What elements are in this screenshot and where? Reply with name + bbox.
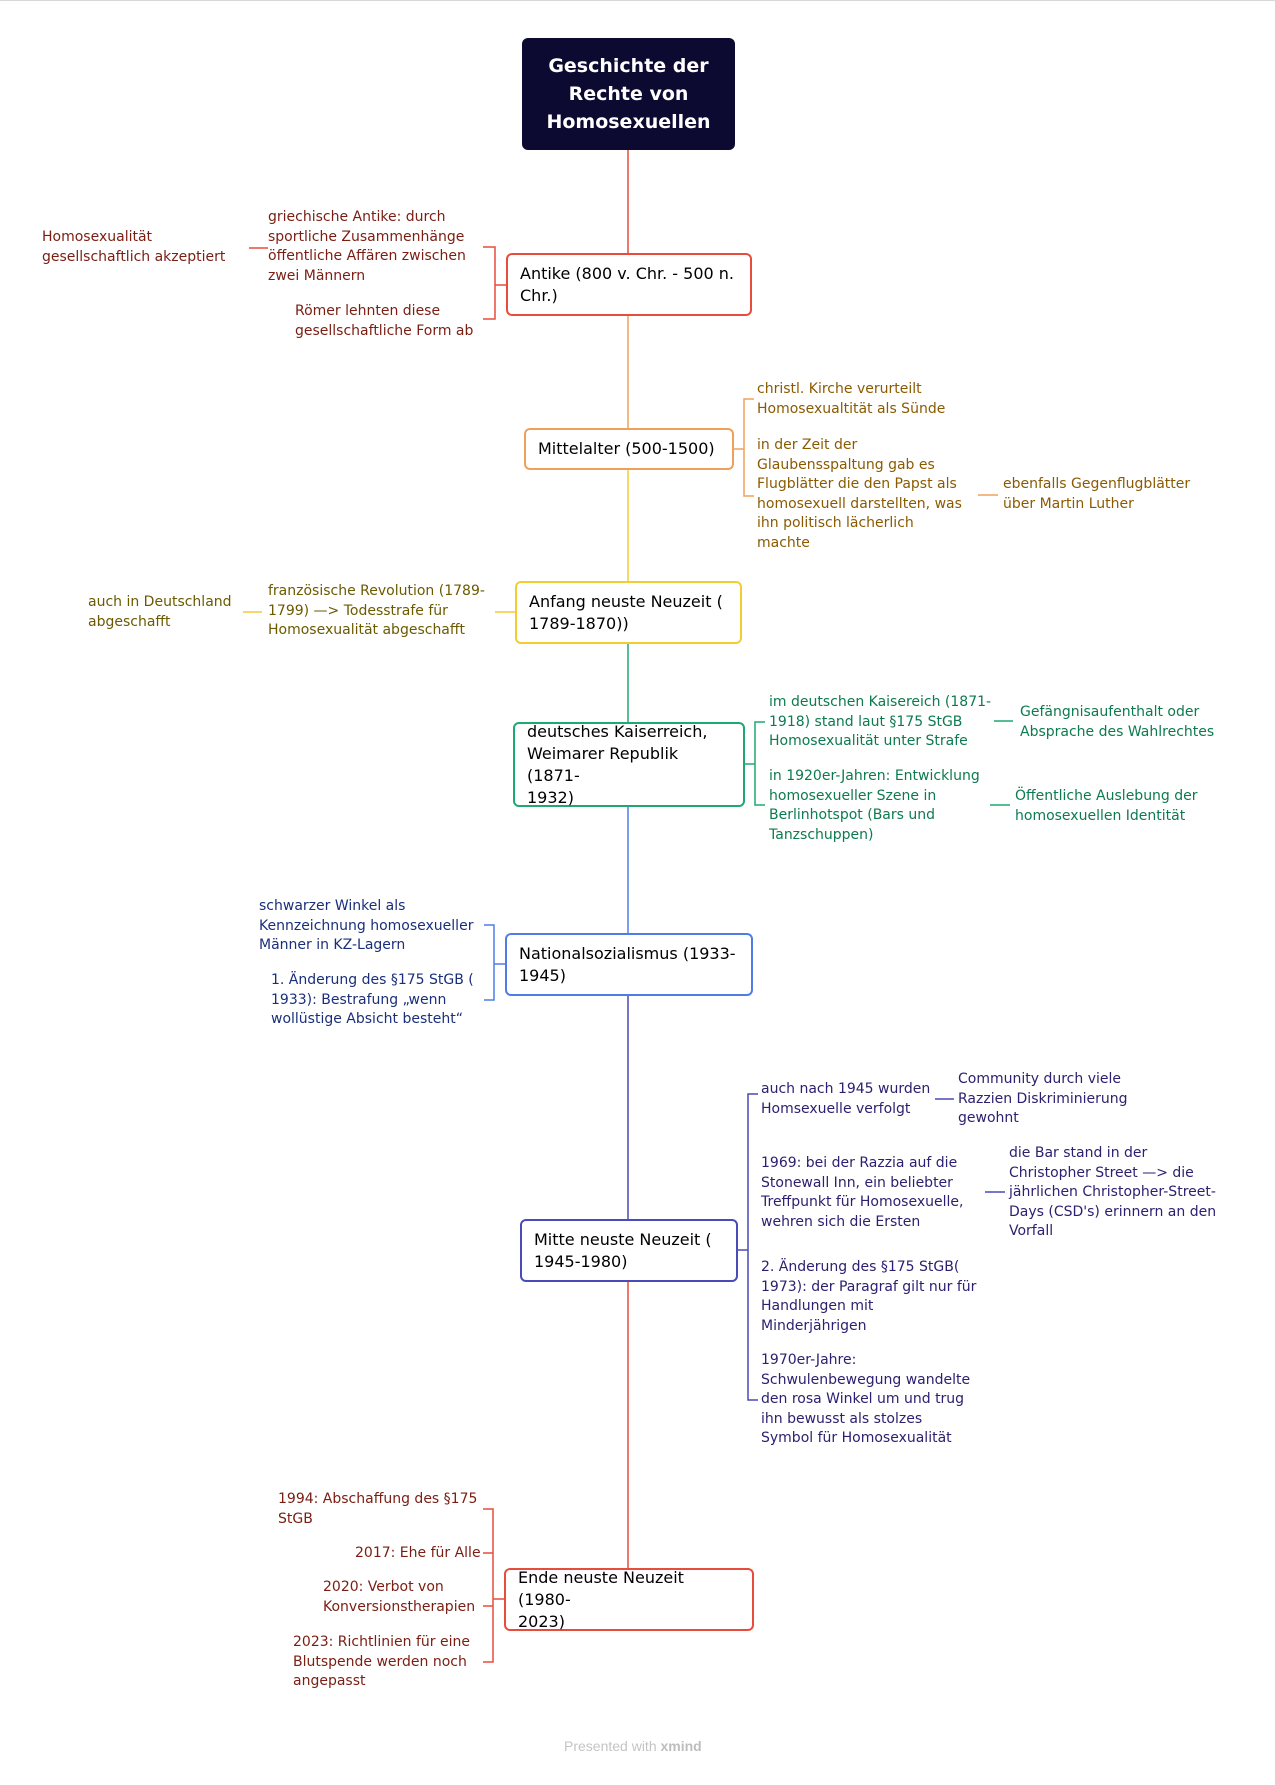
connector-bracket: [484, 924, 495, 1001]
subtopic-glaubensspaltung[interactable]: in der Zeit der Glaubensspaltung gab es …: [757, 437, 962, 551]
subtopic-2017[interactable]: 2017: Ehe für Alle: [355, 1545, 481, 1561]
connector-bracket: [754, 721, 765, 806]
central-topic[interactable]: Geschichte der Rechte von Homosexuellen: [522, 38, 735, 150]
subtopic-kaisereich-strafe[interactable]: im deutschen Kaisereich (1871- 1918) sta…: [769, 694, 992, 749]
topic-ende-neuste-neuzeit[interactable]: Ende neuste Neuzeit (1980- 2023): [504, 1568, 754, 1631]
central-topic-title: Geschichte der Rechte von Homosexuellen: [546, 55, 711, 133]
connector-bracket: [483, 1508, 494, 1663]
subtopic-griechische-antike[interactable]: griechische Antike: durch sportliche Zus…: [268, 209, 466, 284]
footer-prefix: Presented with: [564, 1738, 657, 1754]
topic-mitte-neuste-neuzeit[interactable]: Mitte neuste Neuzeit ( 1945-1980): [520, 1219, 738, 1282]
topic-label: Mittelalter (500-1500): [538, 439, 715, 458]
subtopic-erste-aenderung[interactable]: 1. Änderung des §175 StGB ( 1933): Bestr…: [271, 972, 474, 1027]
subtopic-zweite-aenderung[interactable]: 2. Änderung des §175 StGB( 1973): der Pa…: [761, 1259, 977, 1334]
topic-antike[interactable]: Antike (800 v. Chr. - 500 n. Chr.): [506, 253, 752, 316]
subtopic-1970er[interactable]: 1970er-Jahre: Schwulenbewegung wandelte …: [761, 1352, 971, 1446]
connector-bracket: [743, 398, 754, 497]
topic-anfang-neuste-neuzeit[interactable]: Anfang neuste Neuzeit ( 1789-1870)): [515, 581, 742, 644]
subtopic-oeffentliche-auslebung[interactable]: Öffentliche Auslebung der homosexuellen …: [1015, 788, 1198, 824]
topic-label: Nationalsozialismus (1933- 1945): [519, 943, 736, 985]
subtopic-1994[interactable]: 1994: Abschaffung des §175 StGB: [278, 1491, 478, 1527]
topic-nationalsozialismus[interactable]: Nationalsozialismus (1933- 1945): [505, 933, 753, 996]
subtopic-deutschland-abgeschafft[interactable]: auch in Deutschland abgeschafft: [88, 594, 232, 630]
subtopic-stonewall[interactable]: 1969: bei der Razzia auf die Stonewall I…: [761, 1155, 964, 1230]
topic-label: Anfang neuste Neuzeit ( 1789-1870)): [529, 591, 723, 633]
topic-kaiserreich-weimar[interactable]: deutsches Kaiserreich, Weimarer Republik…: [513, 722, 745, 807]
topic-label: Mitte neuste Neuzeit ( 1945-1980): [534, 1229, 712, 1271]
subtopic-christopher-street[interactable]: die Bar stand in der Christopher Street …: [1009, 1145, 1217, 1239]
topic-label: deutsches Kaiserreich, Weimarer Republik…: [527, 721, 708, 807]
topic-mittelalter[interactable]: Mittelalter (500-1500): [524, 428, 734, 470]
top-border: [0, 0, 1275, 1]
subtopic-gefaengnis[interactable]: Gefängnisaufenthalt oder Absprache des W…: [1020, 704, 1215, 740]
subtopic-1920er[interactable]: in 1920er-Jahren: Entwicklung homosexuel…: [769, 768, 980, 843]
connector-bracket: [483, 246, 496, 320]
subtopic-roemer[interactable]: Römer lehnten diese gesellschaftliche Fo…: [295, 303, 474, 339]
topic-label: Antike (800 v. Chr. - 500 n. Chr.): [520, 263, 734, 305]
subtopic-gegenflugblaetter[interactable]: ebenfalls Gegenflugblätter über Martin L…: [1003, 476, 1191, 512]
subtopic-community[interactable]: Community durch viele Razzien Diskrimini…: [958, 1071, 1128, 1126]
connector-bracket: [747, 1093, 758, 1401]
topic-label: Ende neuste Neuzeit (1980- 2023): [518, 1567, 684, 1631]
footer-branding: Presented with xmind: [564, 1738, 702, 1754]
subtopic-nach-1945[interactable]: auch nach 1945 wurden Homsexuelle verfol…: [761, 1081, 931, 1117]
xmind-logo: xmind: [660, 1738, 702, 1754]
subtopic-franzoesische-revolution[interactable]: französische Revolution (1789- 1799) —> …: [268, 583, 485, 638]
subtopic-2023[interactable]: 2023: Richtlinien für eine Blutspende we…: [293, 1634, 470, 1689]
subtopic-schwarzer-winkel[interactable]: schwarzer Winkel als Kennzeichnung homos…: [259, 898, 474, 953]
subtopic-homosexualitaet-akzeptiert[interactable]: Homosexualität gesellschaftlich akzeptie…: [42, 229, 226, 265]
subtopic-kirche[interactable]: christl. Kirche verurteilt Homosexualtit…: [757, 381, 946, 417]
subtopic-2020[interactable]: 2020: Verbot von Konversionstherapien: [323, 1579, 476, 1615]
